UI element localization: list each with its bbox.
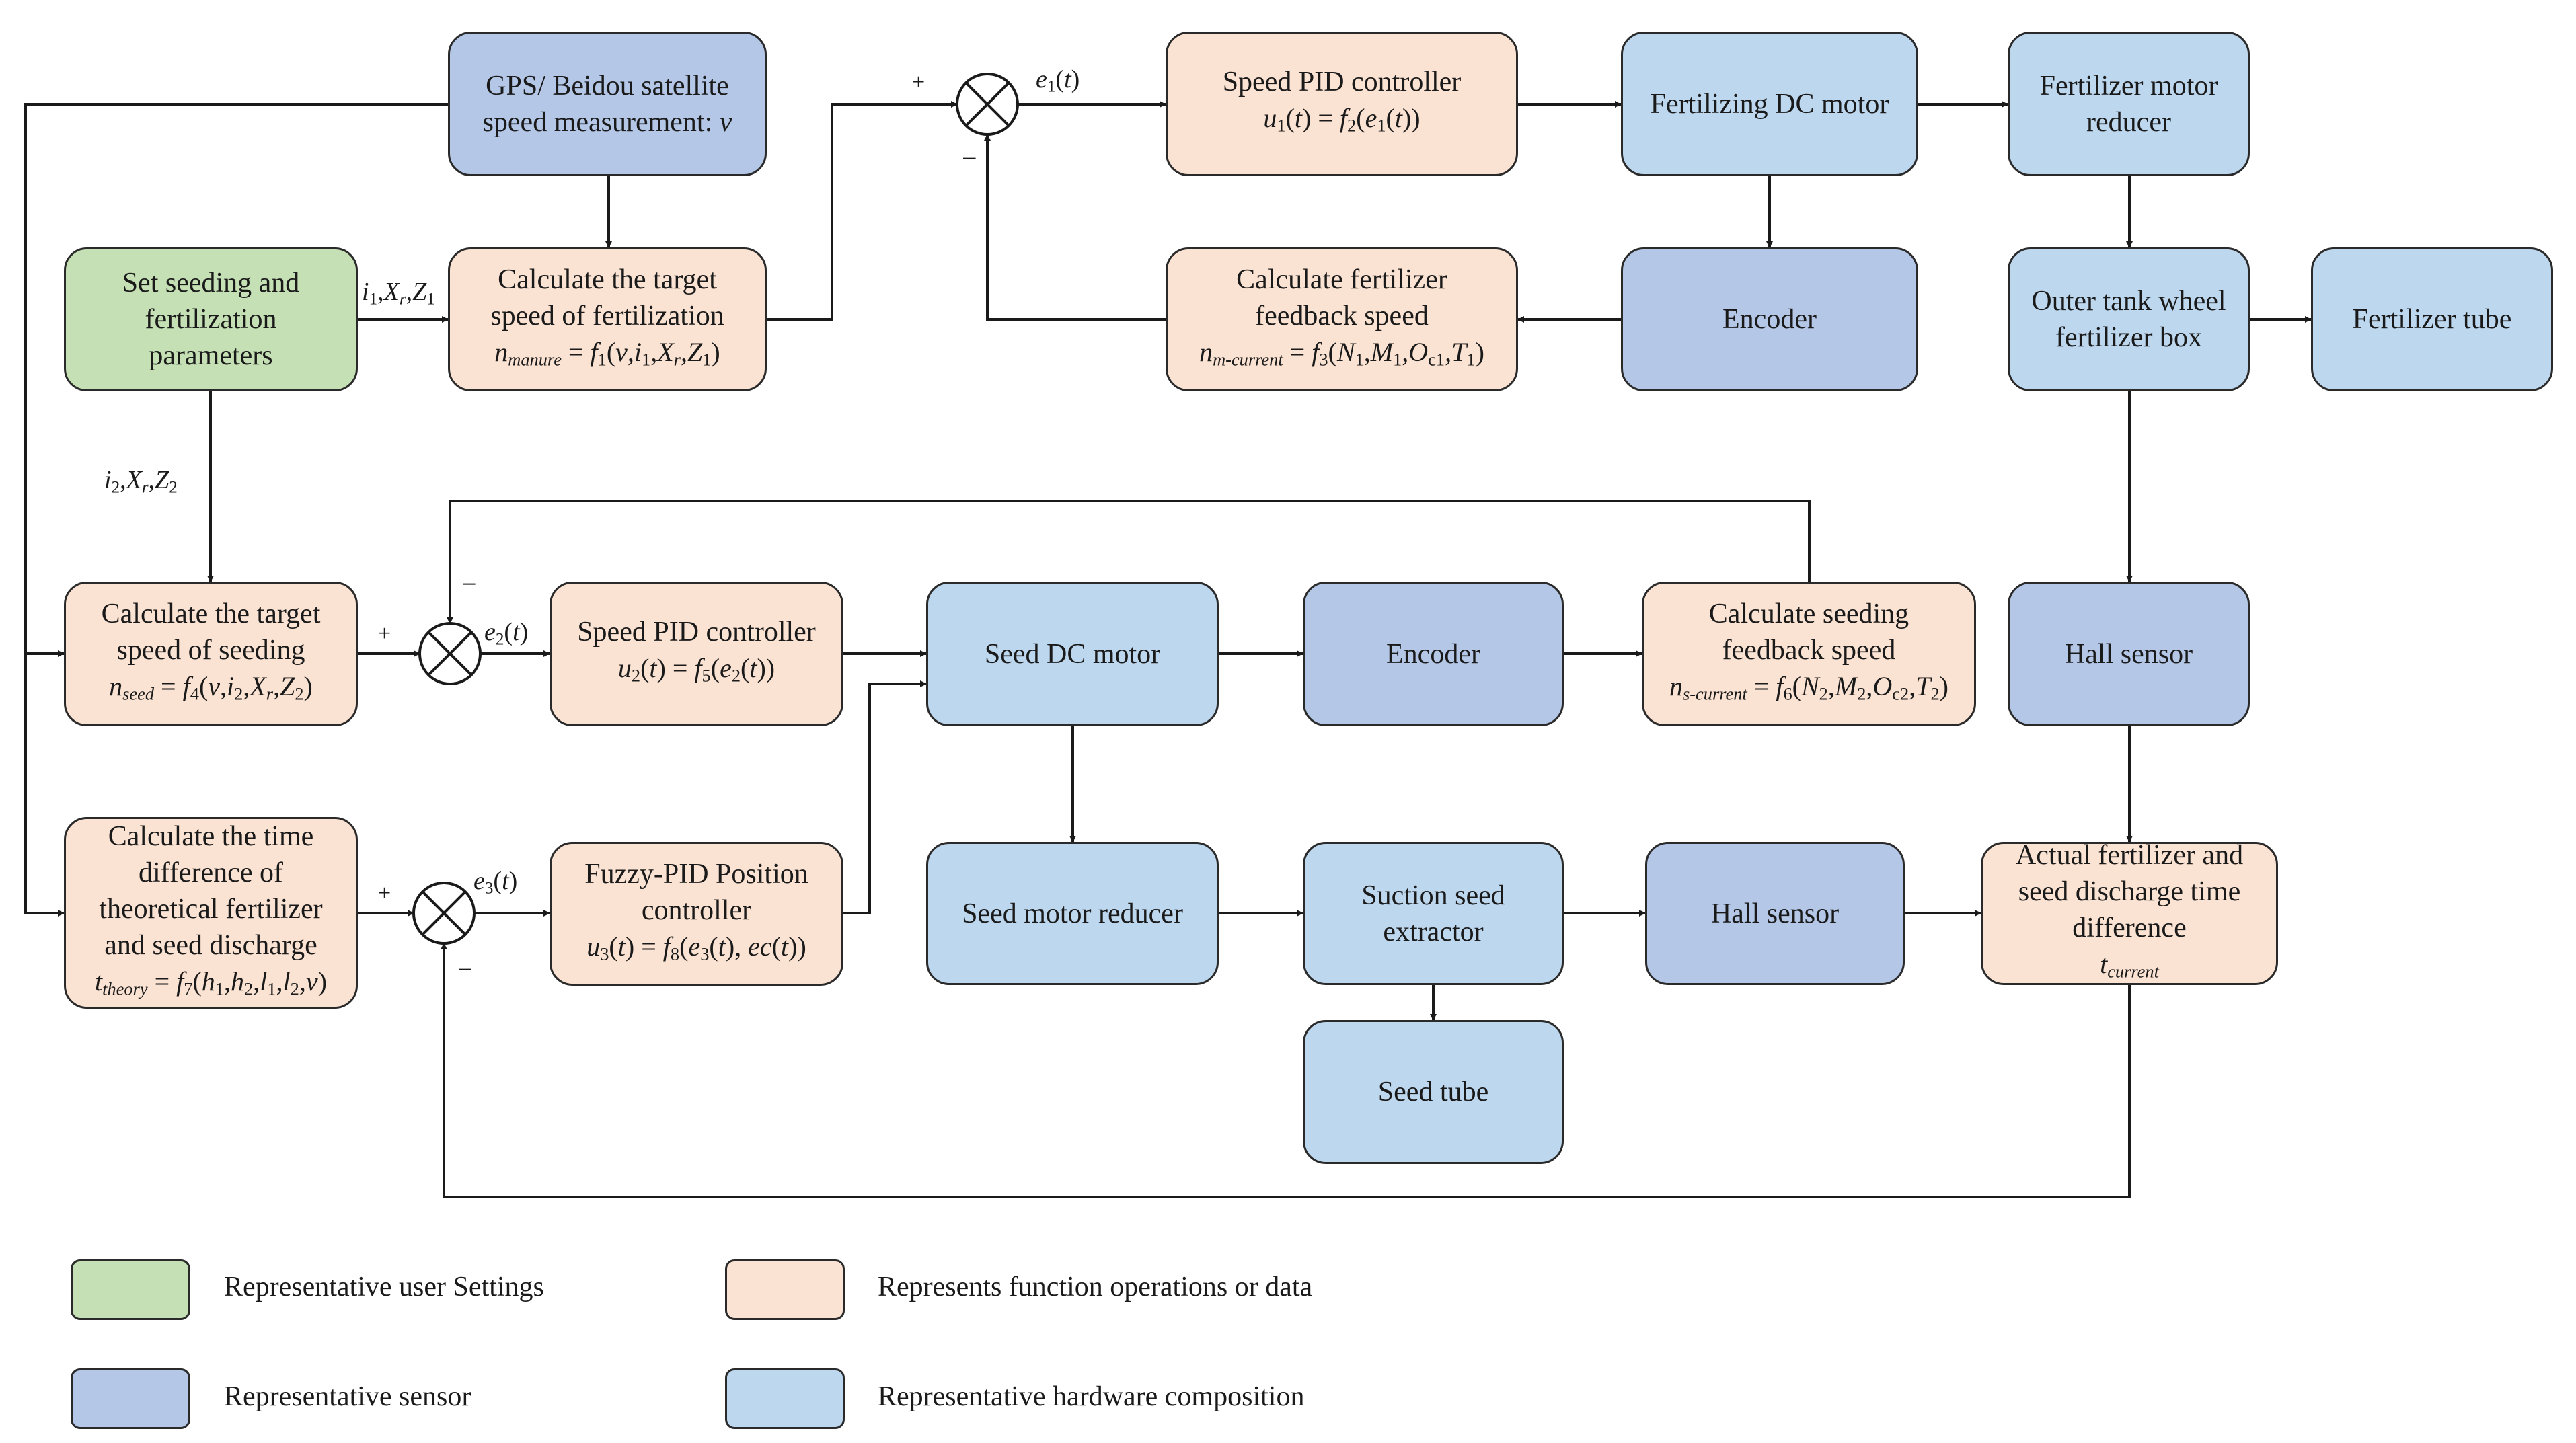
calc-target-fertilization-box: Calculate the target speed of fertilizat… [448, 247, 767, 391]
plus-sign-1: + [912, 70, 925, 95]
encoder-1-box: Encoder [1621, 247, 1918, 391]
legend-label-function: Represents function operations or data [878, 1272, 1313, 1302]
arrow-actual-diff-to-sum3 [441, 943, 2131, 1198]
summing-junction-2 [418, 622, 482, 685]
calc-seeding-feedback-box: Calculate seeding feedback speed ns-curr… [1642, 582, 1976, 726]
fertilizer-tube-box: Fertilizer tube [2311, 247, 2553, 391]
minus-sign-3: − [457, 954, 473, 984]
plus-sign-3: + [378, 881, 391, 906]
fertilizing-dc-motor-box: Fertilizing DC motor [1621, 32, 1918, 176]
arrow-gps-feed-time [24, 654, 65, 916]
arrow-seed-feedback-to-sum2 [447, 500, 1811, 624]
formula-t-theory: ttheory = f7(h1,h2,l1,l2,v) [95, 966, 327, 999]
label-e1: e1(t) [1036, 65, 1080, 96]
arrow-calc-fert-to-sum1 [767, 101, 958, 321]
plus-sign-2: + [378, 621, 391, 646]
formula-n-m-current: nm-current = f3(N1,M1,Oc1,T1) [1199, 336, 1484, 370]
arrow-fert-feedback-to-sum1 [984, 134, 1166, 321]
minus-sign-2: − [461, 569, 477, 599]
calc-fertilizer-feedback-box: Calculate fertilizer feedback speed nm-c… [1166, 247, 1518, 391]
hall-sensor-2-box: Hall sensor [1645, 842, 1905, 985]
label-params-seed: i2,Xr,Z2 [104, 466, 178, 497]
suction-seed-extractor-box: Suction seed extractor [1303, 842, 1564, 985]
formula-n-s-current: ns-current = f6(N2,M2,Oc2,T2) [1669, 671, 1948, 704]
formula-u3: u3(t) = f8(e3(t), ec(t)) [586, 931, 806, 964]
formula-u2: u2(t) = f5(e2(t)) [617, 653, 775, 686]
legend-swatch-sensor [71, 1368, 190, 1429]
encoder-2-box: Encoder [1303, 582, 1564, 726]
summing-junction-3 [412, 882, 476, 945]
summing-junction-1 [956, 73, 1019, 136]
seed-tube-box: Seed tube [1303, 1020, 1564, 1164]
fertilizer-motor-reducer-box: Fertilizer motor reducer [2008, 32, 2250, 176]
label-e3: e3(t) [473, 867, 518, 898]
actual-time-difference-box: Actual fertilizer and seed discharge tim… [1981, 840, 2278, 985]
minus-sign-1: − [962, 143, 977, 173]
legend-swatch-hardware [725, 1368, 845, 1429]
calc-target-seeding-box: Calculate the target speed of seeding ns… [64, 582, 358, 726]
formula-n-seed: nseed = f4(v,i2,Xr,Z2) [109, 671, 313, 704]
formula-t-current: tcurrent [2100, 949, 2159, 982]
legend-label-hardware: Representative hardware composition [878, 1381, 1305, 1412]
gps-speed-measurement-box: GPS/ Beidou satellite speed measurement:… [448, 32, 767, 176]
arrow-gps-feed-seed [24, 103, 448, 657]
formula-u1: u1(t) = f2(e1(t)) [1263, 103, 1420, 136]
legend-label-sensor: Representative sensor [224, 1381, 471, 1412]
set-parameters-box: Set seeding and fertilization parameters [64, 247, 358, 391]
outer-tank-wheel-box: Outer tank wheel fertilizer box [2008, 247, 2250, 391]
speed-pid-controller-2-box: Speed PID controller u2(t) = f5(e2(t)) [550, 582, 843, 726]
arrow-fuzzy-to-seed-motor [843, 680, 927, 914]
formula-n-manure: nmanure = f1(v,i1,Xr,Z1) [494, 336, 720, 370]
seed-motor-reducer-box: Seed motor reducer [926, 842, 1219, 985]
hall-sensor-1-box: Hall sensor [2008, 582, 2250, 726]
legend-label-user: Representative user Settings [224, 1272, 544, 1302]
fuzzy-pid-controller-box: Fuzzy-PID Position controller u3(t) = f8… [550, 842, 843, 986]
seed-dc-motor-box: Seed DC motor [926, 582, 1219, 726]
legend-swatch-function [725, 1259, 845, 1320]
legend-swatch-user [71, 1259, 190, 1320]
label-params-fert: i1,Xr,Z1 [362, 278, 435, 309]
label-e2: e2(t) [484, 618, 529, 649]
speed-pid-controller-1-box: Speed PID controller u1(t) = f2(e1(t)) [1166, 32, 1518, 176]
calc-time-difference-box: Calculate the time difference of theoret… [64, 817, 358, 1009]
